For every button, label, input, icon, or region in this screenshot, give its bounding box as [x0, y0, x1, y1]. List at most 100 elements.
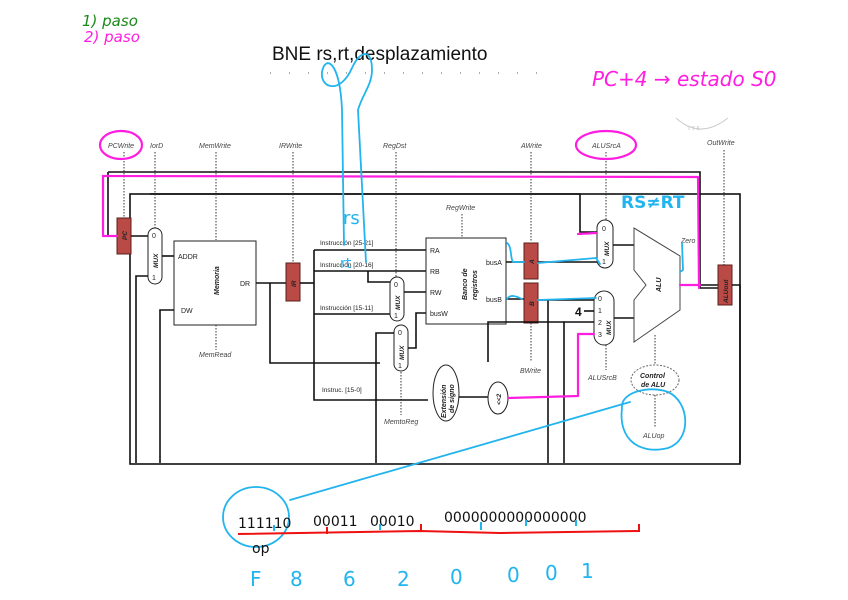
blue-rs-rt-loop — [321, 53, 373, 263]
circle-pcwrite — [98, 129, 144, 161]
hex-digit-0: F — [250, 567, 262, 591]
hex-digit-7: 1 — [581, 559, 594, 583]
b-label: B — [529, 301, 536, 306]
encoding-offset-field: 0000000000000000 — [444, 510, 587, 526]
alu-label: ALU — [656, 277, 663, 293]
blue-b-to-mux — [537, 297, 597, 301]
a-register — [523, 242, 539, 280]
regbank-label-1: Banco de — [462, 268, 469, 300]
signal-pcwrite: PCWrite — [108, 143, 134, 150]
a-label: A — [529, 259, 536, 265]
signal-regdst: RegDst — [383, 143, 407, 150]
blue-zero-mark — [679, 242, 684, 273]
signal-memwrite: MemWrite — [199, 143, 231, 150]
signal-aluop: ALUop — [642, 433, 665, 440]
iord-mux-label: MUX — [153, 253, 160, 268]
encoding-rs-field: 00011 — [313, 514, 358, 530]
hex-digits: F 8 6 2 0 0 0 1 — [250, 559, 594, 591]
signal-regwrite: RegWrite — [446, 205, 475, 212]
signal-memtoreg: MemtoReg — [384, 419, 418, 426]
aluout-to-memtoreg-wire — [375, 332, 394, 463]
alusrcb-mux-in1: 1 — [598, 308, 602, 315]
blue-busa-mark — [506, 242, 525, 263]
signal-bwrite: BWrite — [520, 368, 541, 375]
regbank-ra-port: RA — [430, 248, 440, 255]
svg-text:I T E: I T E — [688, 126, 700, 132]
encoding-op-field: 111110 — [238, 516, 291, 532]
memtoreg-to-busw-wire — [408, 312, 426, 349]
memory-label: Memoria — [214, 266, 221, 295]
memory-addr-port: ADDR — [178, 254, 198, 261]
alusrcb-mux — [593, 290, 615, 346]
university-logo: I T E — [675, 117, 729, 132]
circle-alusrca — [574, 129, 638, 161]
alusrca-mux — [596, 219, 614, 269]
blue-a-to-mux — [537, 257, 601, 265]
iord-mux-in1: 1 — [152, 275, 156, 282]
aluout-label: ALUout — [723, 279, 730, 304]
signal-awrite: AWrite — [520, 143, 542, 150]
sign-extend-label-1: Extensión — [441, 385, 448, 418]
alusrcb-mux-in3: 3 — [598, 332, 602, 339]
signal-alusrcb: ALUSrcB — [587, 375, 617, 382]
ir-register — [285, 262, 301, 302]
blue-aluop-to-op-line — [289, 401, 631, 501]
hex-digit-4: 0 — [450, 565, 463, 589]
signal-irwrite: IRWrite — [279, 143, 302, 150]
signal-outwrite: OutWrite — [707, 140, 735, 147]
inst-20-16-label: Instrucción [20-16] — [320, 262, 374, 269]
alu-block — [633, 227, 681, 343]
alusrca-mux-in1: 1 — [602, 259, 606, 266]
pc-label: PC — [122, 231, 129, 240]
alusrca-mux-label: MUX — [604, 241, 611, 256]
hex-digit-6: 0 — [545, 561, 558, 585]
iord-mux-in0: 0 — [152, 233, 156, 240]
signal-memread: MemRead — [199, 352, 232, 359]
alusrcb-mux-in2: 2 — [598, 320, 602, 327]
encoding-op-label: op — [252, 541, 270, 557]
pink-alusrca-mark — [576, 231, 598, 236]
blue-busb-mark — [506, 295, 523, 300]
regdst-mux-in1: 1 — [394, 313, 398, 320]
annotation-step-1: 1) paso — [82, 12, 138, 30]
regbank-rb-port: RB — [430, 269, 440, 276]
regdst-mux-in0: 0 — [394, 282, 398, 289]
signal-alusrca: ALUSrcA — [591, 143, 621, 150]
regbank-busb-port: busB — [486, 297, 502, 304]
alu-control-label-1: Control — [640, 373, 666, 380]
sign-extend-block — [432, 364, 460, 422]
instruction-encoding: 111110 00011 00010 0000000000000000 op — [237, 510, 641, 557]
alusrca-mux-in0: 0 — [602, 226, 606, 233]
register-bank — [425, 237, 507, 325]
slide-title: BNE rs,rt,desplazamiento — [272, 44, 487, 65]
hex-digit-5: 0 — [507, 563, 520, 587]
ir-bus-wire — [313, 250, 428, 401]
sign-extend-label-2: de signo — [449, 383, 456, 413]
memory-dw-port: DW — [181, 308, 193, 315]
memtoreg-mux-label: MUX — [399, 345, 406, 360]
regbank-label-2: registros — [472, 270, 479, 300]
alu-control-label-2: de ALU — [641, 382, 666, 389]
hex-digit-2: 6 — [343, 567, 356, 591]
ir-label: IR — [291, 280, 298, 287]
memory-block — [173, 240, 257, 326]
encoding-underline — [237, 529, 641, 535]
pink-shift-path — [506, 332, 596, 400]
signal-iord: IorD — [150, 143, 163, 150]
inst-15-11-label: Instrucción [15-11] — [320, 305, 373, 312]
annotation-step-2: 2) paso — [84, 28, 140, 46]
aluout-to-pc-wire — [108, 171, 720, 289]
circle-aluop — [620, 388, 687, 451]
pink-pc-path-left — [101, 174, 119, 238]
hex-digit-3: 2 — [397, 567, 410, 591]
alusrcb-mux-label: MUX — [606, 320, 613, 335]
annotation-rs-neq-rt: RS≠RT — [621, 193, 685, 213]
inst-25-21-label: Instrucción [25-21] — [320, 240, 374, 247]
alu-zero-label: Zero — [680, 238, 696, 245]
memtoreg-mux-in0: 0 — [398, 330, 402, 337]
regbank-busw-port: busW — [430, 311, 448, 318]
annotation-pc-note: PC+4 → estado S0 — [592, 67, 777, 91]
b-to-dw-wire — [159, 309, 174, 463]
memtoreg-mux-in1: 1 — [398, 363, 402, 370]
